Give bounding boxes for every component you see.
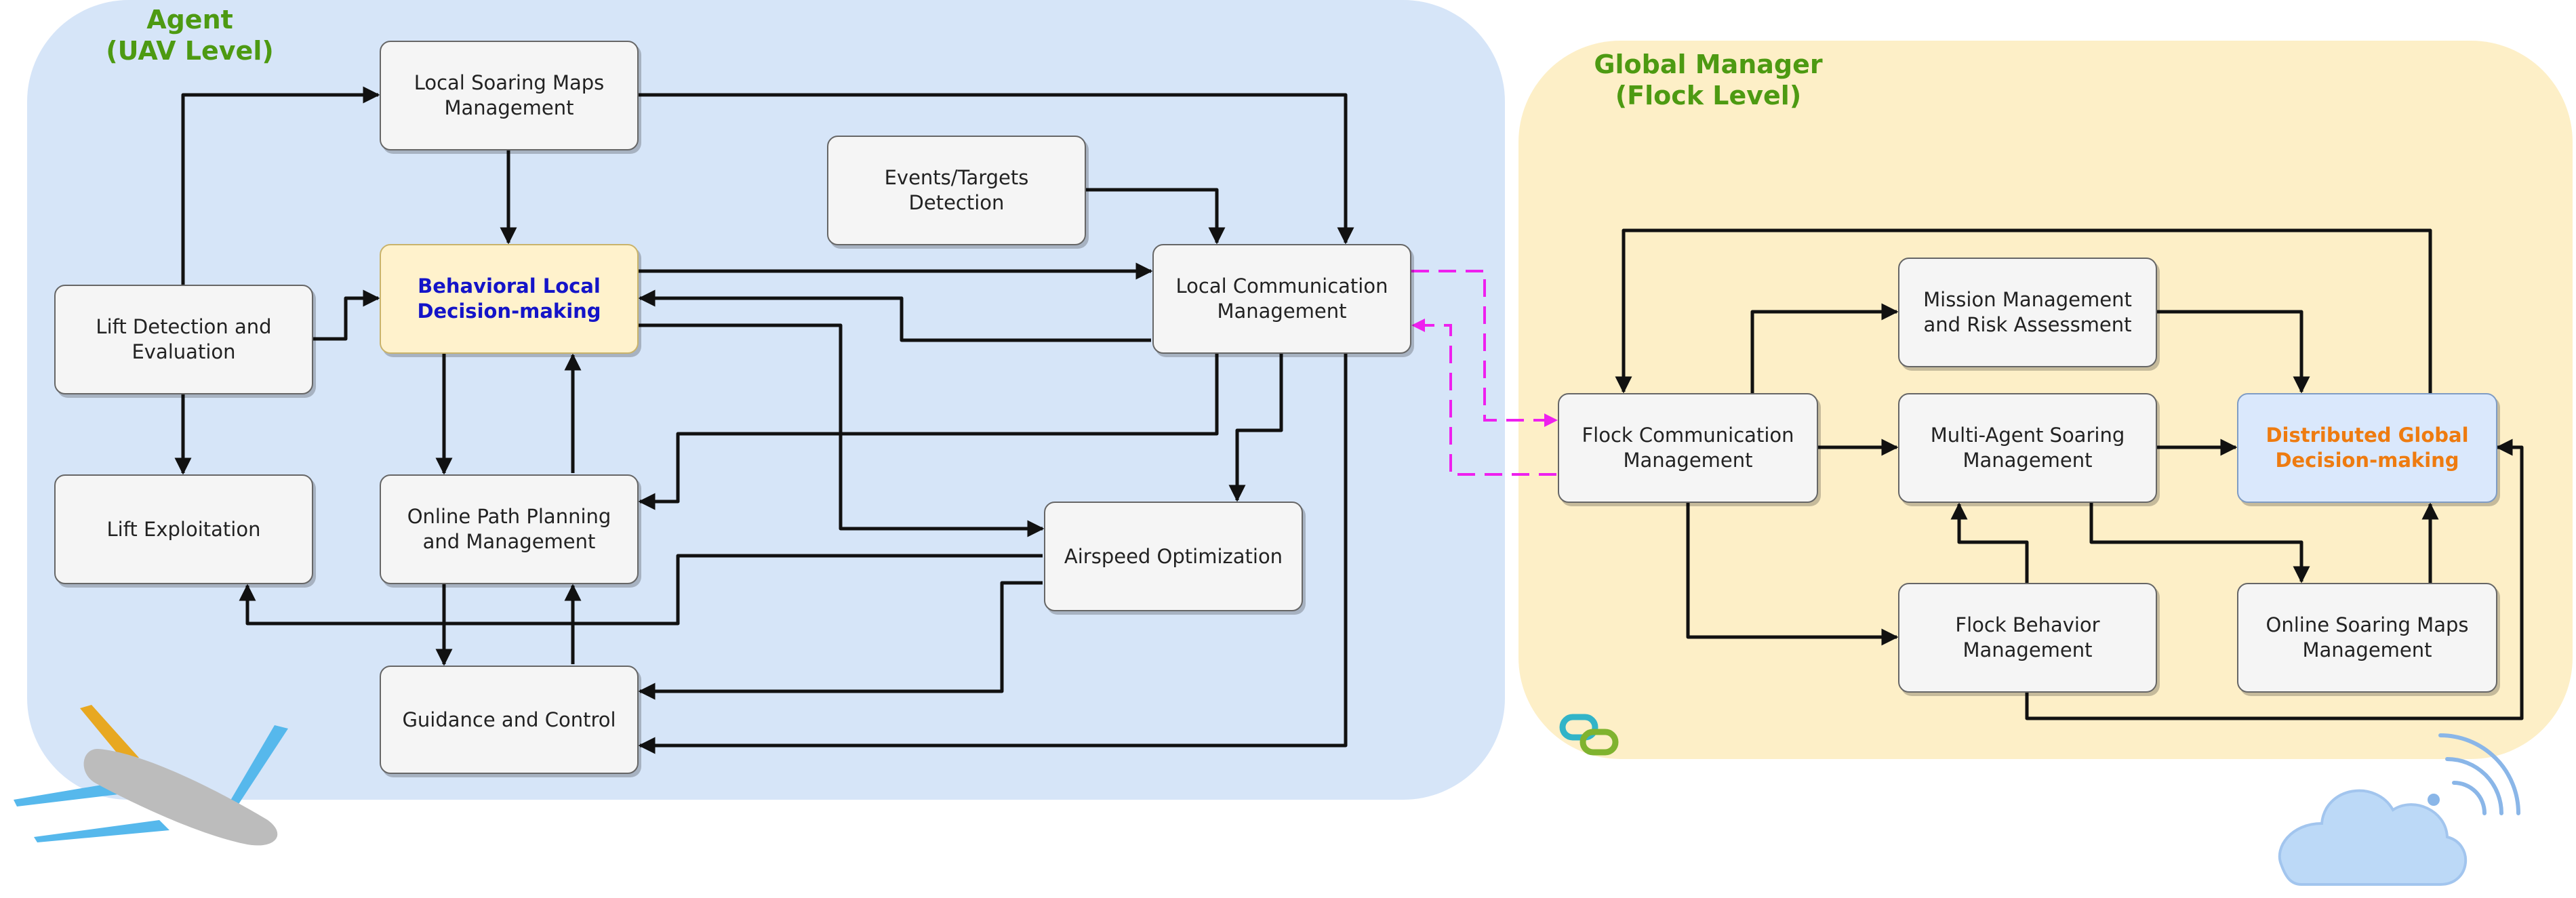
node-label-line1: Airspeed Optimization (1064, 544, 1283, 568)
arrow-airspeed-to-lift-exploitation (239, 554, 1043, 626)
agent-panel (27, 0, 1505, 800)
node-label-line1: Flock Behavior (1955, 613, 2100, 636)
node-label-line2: Management (444, 96, 574, 119)
node-label-line2: Evaluation (132, 340, 236, 363)
node-label-line2: Decision-making (2275, 449, 2459, 472)
arrow-local-soaring-maps-to-local-comm (639, 93, 1354, 245)
node-label-line1: Local Soaring Maps (414, 71, 605, 94)
node-label-line1: Lift Detection and (96, 315, 272, 338)
node-label-line2: Management (1963, 449, 2093, 472)
node-label-line1: Mission Management (1923, 288, 2132, 311)
comm-link-local-to-flock (1411, 270, 1558, 427)
arrow-events-to-local-comm (1085, 188, 1226, 245)
node-label-line1: Behavioral Local (418, 274, 601, 298)
node-label-line2: Decision-making (417, 300, 601, 323)
airplane-icon (14, 705, 288, 846)
node-label-line2: Management (2302, 638, 2432, 661)
node-airspeed[interactable]: Airspeed Optimization (1044, 502, 1303, 611)
node-label-line2: and Risk Assessment (1923, 313, 2132, 336)
node-label-line2: and Management (422, 530, 596, 553)
arrow-local-comm-to-online-path (638, 354, 1219, 510)
global-panel-title: Global Manager (Flock Level) (1579, 49, 1837, 111)
link-icon (1559, 714, 1619, 756)
arrow-airspeed-to-guidance (638, 581, 1043, 700)
node-label-line2: Management (1217, 300, 1347, 323)
comm-link-flock-to-local (1411, 319, 1556, 476)
node-label-line2: Management (1963, 638, 2093, 661)
global-title-line1: Global Manager (1594, 49, 1823, 79)
node-label-line1: Distributed Global (2266, 424, 2469, 447)
cloud-wifi-icon (2278, 733, 2520, 886)
node-label-line1: Online Soaring Maps (2266, 613, 2469, 636)
node-guidance[interactable]: Guidance and Control (380, 666, 639, 774)
agent-panel-title: Agent (UAV Level) (81, 4, 298, 66)
comm-link-group (1411, 270, 1558, 476)
arrow-flock-behavior-to-distributed (2025, 438, 2524, 720)
arrow-flock-behavior-to-multi-agent (1950, 502, 2029, 583)
connector-group-global (1615, 228, 2524, 720)
arrow-flock-comm-to-mission (1750, 303, 1899, 393)
node-label-line1: Events/Targets (884, 166, 1029, 189)
connector-group-agent (174, 86, 1354, 754)
arrow-local-comm-to-airspeed (1228, 354, 1283, 502)
arrow-flock-comm-to-flock-behavior (1686, 503, 1899, 646)
node-label-line1: Local Communication (1175, 274, 1388, 298)
arrow-local-comm-to-behavioral (638, 289, 1151, 342)
agent-title-line2: (UAV Level) (106, 36, 274, 66)
arrow-behavioral-to-airspeed (639, 323, 1045, 537)
arrow-lift-detection-to-local-soaring-maps (181, 86, 380, 285)
node-label-line2: Management (1623, 449, 1753, 472)
agent-title-line1: Agent (146, 5, 233, 35)
arrow-lift-detection-to-behavioral (313, 289, 380, 341)
node-label-line1: Flock Communication (1582, 424, 1794, 447)
node-label-line2: Detection (908, 191, 1005, 214)
arrow-local-comm-to-guidance (638, 354, 1348, 754)
node-label-line1: Lift Exploitation (106, 517, 261, 541)
node-label-line1: Guidance and Control (402, 708, 616, 731)
arrow-multi-agent-to-online-soaring (2089, 503, 2310, 584)
global-title-line2: (Flock Level) (1615, 81, 1802, 110)
node-label-line1: Multi-Agent Soaring (1930, 424, 2125, 447)
arrow-distributed-to-flock-comm (1615, 228, 2432, 394)
arrow-mission-to-distributed (2157, 310, 2310, 394)
node-label-line1: Online Path Planning (407, 505, 611, 528)
node-lift-exploitation[interactable]: Lift Exploitation (54, 474, 313, 584)
